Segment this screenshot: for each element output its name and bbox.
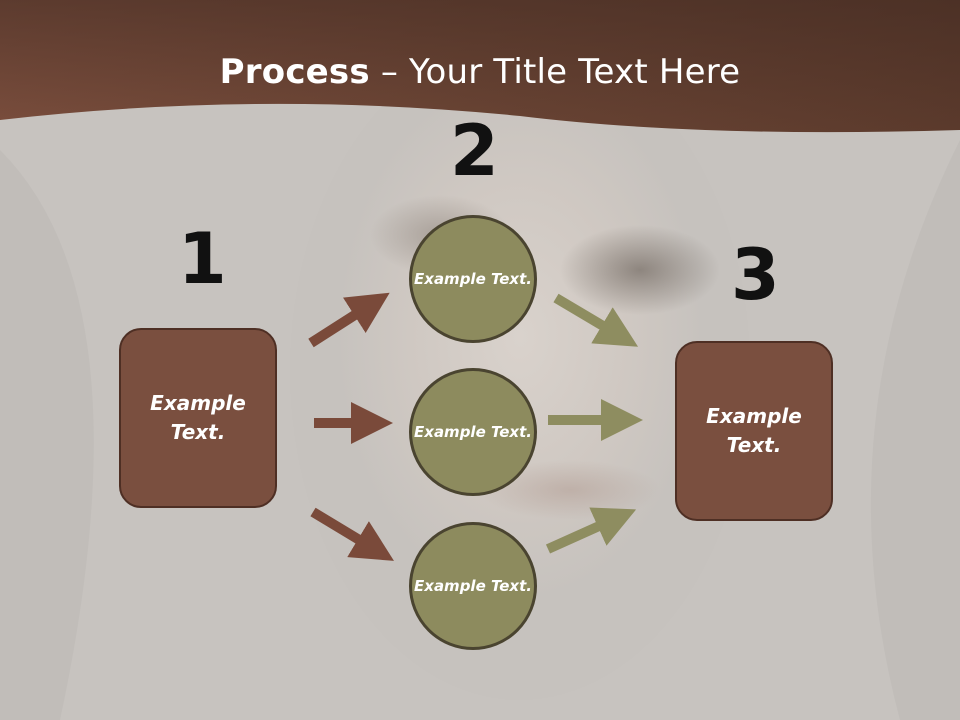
step-1-box: Example Text.	[119, 328, 277, 508]
step-3-label: Example Text.	[706, 404, 802, 457]
title-bold: Process	[219, 52, 370, 92]
title-rest: Your Title Text Here	[409, 52, 741, 92]
step-number-3: 3	[731, 234, 780, 316]
arrow-1-to-top	[308, 292, 390, 348]
arrow-bottom-to-3	[545, 507, 637, 554]
step-2-circle-top: Example Text.	[409, 215, 537, 343]
step-2-circle-bottom: Example Text.	[409, 522, 537, 650]
step-number-1: 1	[178, 218, 227, 300]
step-number-2: 2	[450, 110, 499, 192]
step-3-box: Example Text.	[675, 341, 833, 521]
arrow-top-to-3	[553, 293, 639, 347]
step-2-circle-middle-label: Example Text.	[414, 422, 532, 441]
step-1-label: Example Text.	[150, 391, 246, 444]
title-dash: –	[369, 52, 410, 92]
slide-title: Process – Your Title Text Here	[0, 52, 960, 92]
step-2-circle-bottom-label: Example Text.	[414, 576, 532, 595]
header-band	[0, 0, 960, 133]
arrow-1-to-bottom	[310, 507, 394, 561]
step-2-circle-top-label: Example Text.	[414, 269, 532, 288]
step-2-circle-middle: Example Text.	[409, 368, 537, 496]
